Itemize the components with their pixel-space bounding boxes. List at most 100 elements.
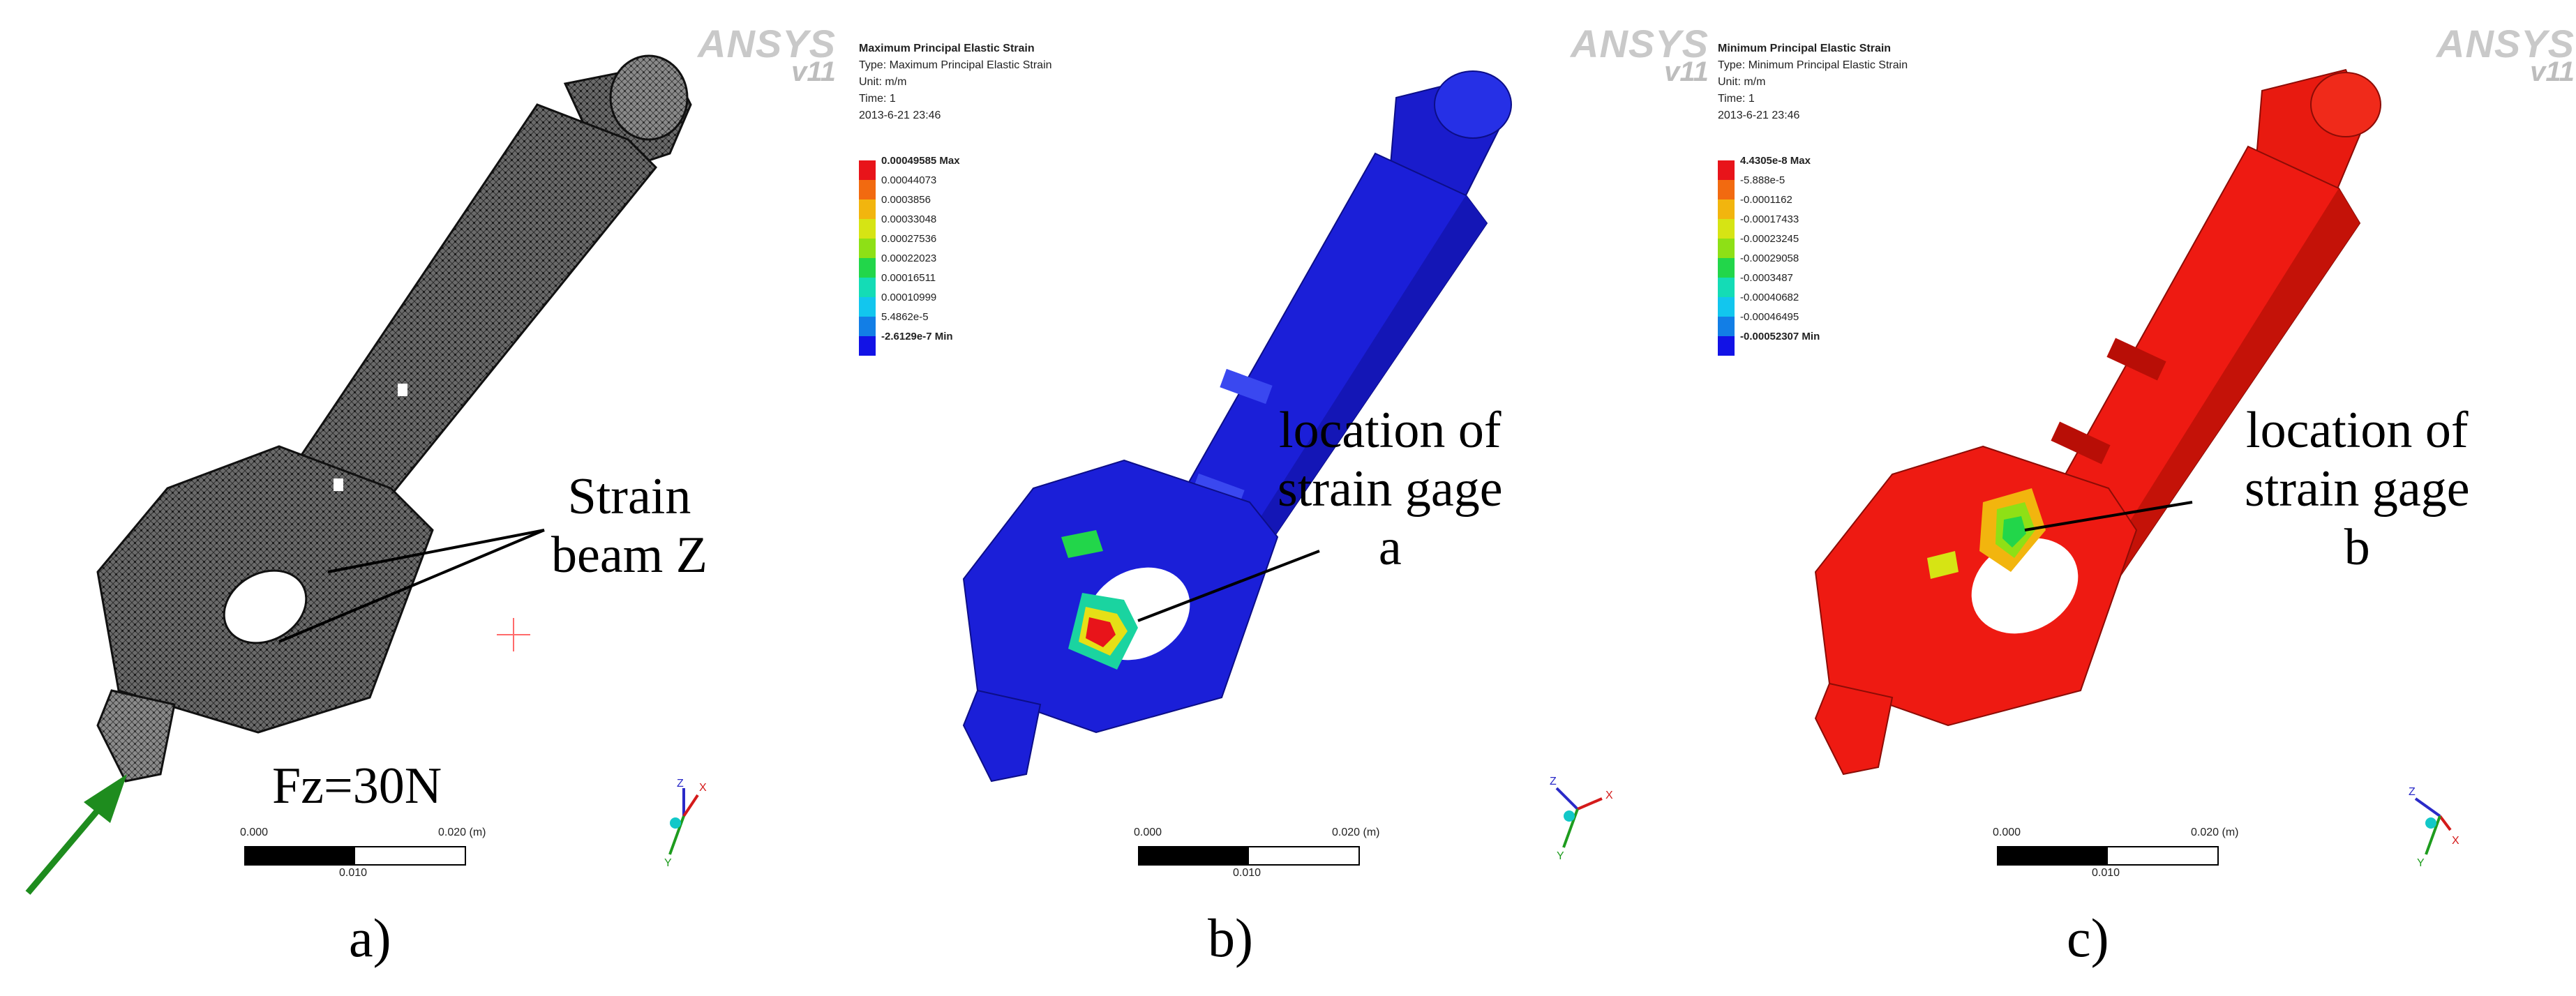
legend-label: -2.6129e-7 Min [881, 331, 953, 342]
legend-swatch [1718, 160, 1735, 180]
mesh-slot [398, 384, 407, 396]
legend-label: -0.00040682 [1740, 292, 1799, 303]
legend-label: -0.00017433 [1740, 213, 1799, 225]
legend-swatch [859, 297, 876, 317]
force-arrow-shaft [25, 800, 107, 895]
svg-text:Y: Y [1557, 850, 1564, 862]
legend-row: 0.00049585 Max [859, 155, 1082, 180]
legend-swatch [1718, 258, 1735, 278]
legend-swatch [859, 258, 876, 278]
model-bottom-tip [962, 689, 1042, 783]
legend-label: 0.00022023 [881, 252, 937, 264]
min-strain-model-svg [1814, 68, 2381, 776]
model-top-cylinder [2310, 72, 2381, 137]
svg-text:Y: Y [2417, 857, 2425, 869]
legend-swatch [1718, 278, 1735, 297]
legend-label: 0.00010999 [881, 292, 937, 303]
legend-row: -0.0001162 [1718, 194, 1941, 219]
callout-line [278, 529, 545, 643]
legend-label: 5.4862e-5 [881, 311, 929, 323]
ansys-logo: ANSYS v11 [2436, 22, 2575, 87]
force-arrow-head [84, 774, 127, 823]
legend-row: -0.00040682 [1718, 292, 1941, 317]
legend-label: -0.0003487 [1740, 272, 1793, 284]
svg-text:X: X [1605, 790, 1613, 801]
panel-sublabel: c) [2067, 907, 2109, 968]
legend-swatch [859, 180, 876, 199]
mesh-model-svg [25, 54, 692, 895]
legend-label: 4.4305e-8 Max [1740, 155, 1811, 167]
panel-c-min-strain: Minimum Principal Elastic Strain Type: M… [1718, 0, 2576, 996]
legend-label: -0.0001162 [1740, 194, 1792, 206]
legend-swatch [859, 160, 876, 180]
legend-swatch [1718, 336, 1735, 356]
mesh-bottom-tip [96, 689, 176, 783]
legend-row: -0.00046495 [1718, 311, 1941, 336]
legend-swatch [859, 219, 876, 239]
legend-swatch [859, 336, 876, 356]
legend-swatch [1718, 219, 1735, 239]
mesh-top-cylinder [609, 54, 689, 141]
legend-row: -0.00017433 [1718, 213, 1941, 239]
model-slot [2051, 421, 2111, 465]
strain-gage-b-callout: location of strain gage b [2245, 402, 2470, 576]
model-slot [2106, 338, 2166, 381]
callout-line [327, 529, 545, 573]
model-shaft-face [2081, 188, 2360, 614]
strain-hotspot [2002, 516, 2026, 548]
legend-row: 0.00022023 [859, 252, 1082, 278]
legend-label: 0.00044073 [881, 174, 937, 186]
svg-text:Z: Z [2409, 786, 2416, 798]
legend-row: -2.6129e-7 Min [859, 331, 1082, 356]
model-top-cylinder [1434, 70, 1512, 139]
legend-label: -5.888e-5 [1740, 174, 1785, 186]
strain-hotspot [1061, 530, 1103, 558]
svg-text:Z: Z [1550, 776, 1557, 787]
legend-row: 5.4862e-5 [859, 311, 1082, 336]
strain-hotspot [1927, 551, 1959, 579]
result-info: Maximum Principal Elastic Strain Type: M… [859, 43, 1052, 121]
legend-row: -0.00023245 [1718, 233, 1941, 258]
legend-label: 0.0003856 [881, 194, 931, 206]
legend-swatch [859, 278, 876, 297]
max-strain-model-svg [962, 70, 1512, 783]
legend-label: 0.00033048 [881, 213, 937, 225]
legend-label: -0.00046495 [1740, 311, 1799, 323]
legend-row: 0.00044073 [859, 174, 1082, 199]
ansys-logo: ANSYS v11 [698, 22, 836, 87]
legend-row: -5.888e-5 [1718, 174, 1941, 199]
svg-text:X: X [699, 782, 707, 794]
legend-row: 4.4305e-8 Max [1718, 155, 1941, 180]
model-bottom-tip [1814, 682, 1894, 776]
mesh-upper-shaft [277, 103, 658, 531]
panel-sublabel: a) [349, 907, 391, 968]
mesh-slot [334, 478, 343, 491]
legend-swatch [1718, 180, 1735, 199]
strain-hotspot [1086, 617, 1116, 647]
legend-swatch [1718, 239, 1735, 258]
model-shaft-face [1208, 195, 1487, 614]
legend-row: 0.00010999 [859, 292, 1082, 317]
legend-label: 0.00049585 Max [881, 155, 960, 167]
legend-swatch [1718, 317, 1735, 336]
panel-a-mesh: ANSYS v11 Strain beam Z Fz=30N 0.000 0.0… [0, 0, 858, 996]
mesh-hole [223, 569, 308, 644]
svg-text:X: X [2452, 835, 2459, 847]
legend-row: 0.00027536 [859, 233, 1082, 258]
strain-gage-a-callout: location of strain gage a [1278, 402, 1503, 576]
legend-label: -0.00052307 Min [1740, 331, 1820, 342]
force-label: Fz=30N [272, 757, 442, 815]
legend-label: -0.00023245 [1740, 233, 1799, 245]
legend-label: 0.00016511 [881, 272, 936, 284]
legend-row: -0.00029058 [1718, 252, 1941, 278]
legend-swatch [1718, 199, 1735, 219]
legend-swatch [1718, 297, 1735, 317]
strain-beam-callout: Strain beam Z [551, 468, 707, 584]
panel-sublabel: b) [1208, 907, 1253, 968]
callout-line [2024, 501, 2193, 531]
legend-row: 0.0003856 [859, 194, 1082, 219]
legend-label: 0.00027536 [881, 233, 937, 245]
panel-b-max-strain: Maximum Principal Elastic Strain Type: M… [859, 0, 1717, 996]
legend-swatch [859, 199, 876, 219]
